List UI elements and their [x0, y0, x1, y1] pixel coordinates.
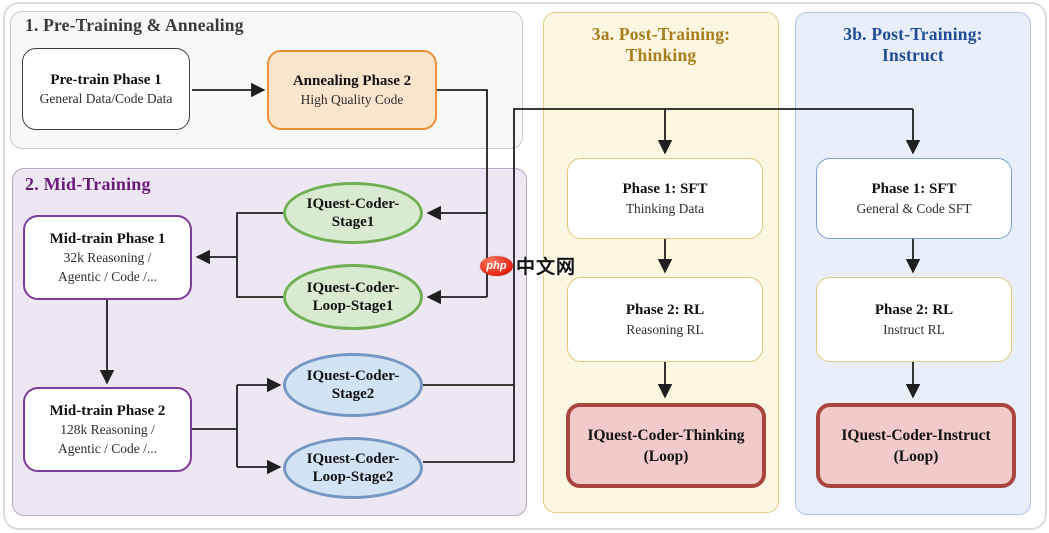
- midtrain-phase2-box: Mid-train Phase 2 128k Reasoning / Agent…: [23, 387, 192, 472]
- instruct-rl-subtitle: Instruct RL: [883, 321, 945, 337]
- iquest-coder-thinking-line1: IQuest-Coder-Thinking: [587, 426, 745, 444]
- annealing-phase2-box: Annealing Phase 2 High Quality Code: [267, 50, 437, 130]
- section2-title: 2. Mid-Training: [25, 174, 151, 194]
- midtrain-phase2-line2: Agentic / Code /...: [58, 440, 157, 456]
- midtrain-phase2-line1: 128k Reasoning /: [60, 422, 155, 438]
- loop-stage1-line1: IQuest-Coder-: [306, 280, 400, 296]
- iquest-coder-instruct-line1: IQuest-Coder-Instruct: [841, 426, 991, 444]
- php-logo-badge: php: [480, 255, 513, 276]
- midtrain-phase2-title: Mid-train Phase 2: [49, 403, 166, 420]
- stage1-line1: IQuest-Coder-: [306, 196, 400, 212]
- stage1-ellipse: IQuest-Coder- Stage1: [283, 182, 423, 244]
- instruct-sft-box: Phase 1: SFT General & Code SFT: [816, 158, 1012, 239]
- iquest-coder-thinking-box: IQuest-Coder-Thinking (Loop): [566, 403, 766, 488]
- loop-stage1-line2: Loop-Stage1: [312, 298, 394, 314]
- section3a-title-line2: Thinking: [625, 45, 697, 65]
- instruct-rl-box: Phase 2: RL Instruct RL: [816, 277, 1012, 362]
- thinking-rl-title: Phase 2: RL: [625, 302, 705, 319]
- iquest-coder-instruct-box: IQuest-Coder-Instruct (Loop): [816, 403, 1016, 488]
- line-stage1-merge: [236, 212, 283, 298]
- pretrain-phase1-title: Pre-train Phase 1: [50, 71, 162, 88]
- section3a-title: 3a. Post-Training: Thinking: [543, 24, 779, 66]
- annealing-phase2-title: Annealing Phase 2: [292, 72, 412, 89]
- watermark: php 中文网: [480, 252, 576, 279]
- iquest-coder-instruct-line2: (Loop): [893, 447, 939, 465]
- loop-stage2-line2: Loop-Stage2: [312, 469, 394, 485]
- annealing-phase2-subtitle: High Quality Code: [300, 92, 404, 108]
- stage2-line1: IQuest-Coder-: [306, 368, 400, 384]
- pretrain-phase1-box: Pre-train Phase 1 General Data/Code Data: [22, 48, 190, 130]
- line-to-posttraining: [513, 108, 913, 462]
- watermark-text: 中文网: [516, 257, 577, 278]
- thinking-sft-box: Phase 1: SFT Thinking Data: [567, 158, 763, 239]
- pretrain-phase1-subtitle: General Data/Code Data: [39, 91, 173, 107]
- section3a-title-line1: 3a. Post-Training:: [591, 24, 731, 44]
- line-stage2-out: [423, 384, 514, 463]
- midtrain-phase1-box: Mid-train Phase 1 32k Reasoning / Agenti…: [23, 215, 192, 300]
- thinking-sft-subtitle: Thinking Data: [625, 200, 705, 216]
- instruct-sft-subtitle: General & Code SFT: [856, 200, 972, 216]
- thinking-sft-title: Phase 1: SFT: [622, 181, 708, 198]
- midtrain-phase1-title: Mid-train Phase 1: [49, 231, 166, 248]
- section3b-title-line1: 3b. Post-Training:: [843, 24, 983, 44]
- section3b-title: 3b. Post-Training: Instruct: [795, 24, 1031, 66]
- thinking-rl-subtitle: Reasoning RL: [626, 321, 704, 337]
- stage2-ellipse: IQuest-Coder- Stage2: [283, 353, 423, 417]
- loop-stage1-ellipse: IQuest-Coder- Loop-Stage1: [283, 264, 423, 330]
- line-annealing-down: [437, 89, 488, 297]
- loop-stage2-line1: IQuest-Coder-: [306, 451, 400, 467]
- loop-stage2-ellipse: IQuest-Coder- Loop-Stage2: [283, 437, 423, 499]
- line-midtrain2-split: [192, 385, 238, 467]
- midtrain-phase1-line1: 32k Reasoning /: [63, 250, 152, 266]
- iquest-coder-thinking-line2: (Loop): [643, 447, 689, 465]
- thinking-rl-box: Phase 2: RL Reasoning RL: [567, 277, 763, 362]
- section1-title: 1. Pre-Training & Annealing: [25, 15, 244, 35]
- section3b-title-line2: Instruct: [882, 45, 944, 65]
- stage2-line2: Stage2: [331, 386, 375, 402]
- instruct-sft-title: Phase 1: SFT: [871, 181, 957, 198]
- midtrain-phase1-line2: Agentic / Code /...: [58, 268, 157, 284]
- instruct-rl-title: Phase 2: RL: [874, 302, 954, 319]
- stage1-line2: Stage1: [331, 214, 375, 230]
